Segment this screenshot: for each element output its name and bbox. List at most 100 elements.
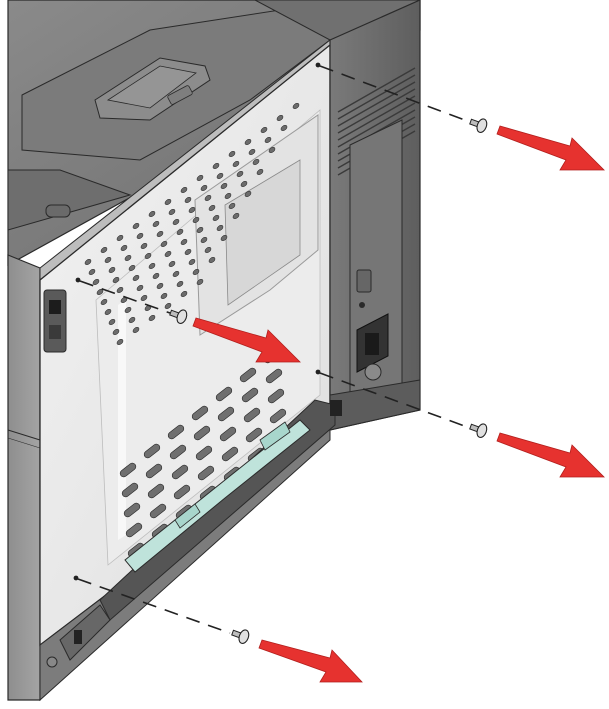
vent-slot [143,443,161,459]
vent-hole [268,147,276,153]
vent-hole [116,235,124,241]
screw-top-right [469,118,488,133]
vent-hole [148,263,156,269]
vent-hole [228,151,236,157]
vent-hole [208,205,216,211]
vent-slot [119,462,137,478]
vent-holes-upper [84,103,300,345]
dashed-guide-lines [77,65,471,634]
arrow-top-right [496,125,605,171]
power-socket [356,313,389,381]
vent-hole [220,183,228,189]
vent-hole [204,247,212,253]
vent-slot [197,465,215,481]
vent-slat [337,102,416,148]
vent-hole [100,299,108,305]
power-switch [356,269,372,308]
vent-hole [172,219,180,225]
vent-hole [216,173,224,179]
vent-slat [337,81,416,127]
vent-hole [168,261,176,267]
vent-hole [156,283,164,289]
guide-line-bottom-right [319,372,471,429]
vent-slat [337,67,416,113]
printer-base [39,399,342,702]
vent-slot [265,368,283,384]
vent-hole [232,161,240,167]
screw-hole-top-right [315,62,321,68]
vent-hole [200,237,208,243]
vent-hole [184,249,192,255]
vent-hole [180,187,188,193]
vent-hole [136,285,144,291]
vent-hole [168,209,176,215]
vent-hole [164,303,172,309]
vent-hole [292,103,300,109]
screw-holes [73,62,321,581]
vent-slot [171,464,189,480]
vent-hole [160,293,168,299]
vent-hole [264,137,272,143]
vent-hole [88,269,96,275]
vent-hole [188,207,196,213]
vent-hole [236,171,244,177]
vent-hole [116,339,124,345]
vent-slot [193,425,211,441]
vent-hole [244,191,252,197]
vent-hole [280,125,288,131]
vent-hole [100,247,108,253]
vent-slot [239,367,257,383]
vent-slot [269,408,287,424]
vent-hole [180,291,188,297]
printer-left-side [7,254,41,701]
vent-hole [120,245,128,251]
arrow-top-left [192,317,301,363]
vent-slot [125,522,143,538]
vent-hole [84,259,92,265]
vent-hole [276,115,284,121]
vent-slot [173,484,191,500]
vent-hole [200,185,208,191]
vent-slot [221,446,239,462]
vent-hole [128,317,136,323]
vent-hole [164,199,172,205]
vent-slot [121,482,139,498]
vent-hole [216,225,224,231]
vent-hole [184,197,192,203]
vent-hole [104,309,112,315]
vent-hole [112,277,120,283]
vent-slot [147,483,165,499]
vent-hole [180,239,188,245]
vent-slot [191,405,209,421]
vent-slot [217,406,235,422]
vent-hole [176,229,184,235]
vent-hole [152,273,160,279]
vent-hole [116,287,124,293]
vent-hole [196,279,204,285]
vent-hole [212,163,220,169]
screw-top-left [169,309,188,324]
vent-hole [124,307,132,313]
vent-hole [140,243,148,249]
vent-hole [188,259,196,265]
guide-line-bottom-left [77,578,231,634]
vent-slot [243,407,261,423]
vent-hole [212,215,220,221]
guide-line-top-left [79,280,171,314]
vent-hole [144,253,152,259]
vent-hole [148,211,156,217]
vent-hole [104,257,112,263]
vent-hole [204,195,212,201]
arrow-bottom-left [258,639,363,683]
vent-hole [224,193,232,199]
vent-hole [132,223,140,229]
screw-bottom-left [231,629,250,644]
vent-hole [164,251,172,257]
vent-hole [156,231,164,237]
vent-hole [248,149,256,155]
vent-slot [149,503,167,519]
paper-stop-flap [94,57,211,121]
vent-hole [228,203,236,209]
